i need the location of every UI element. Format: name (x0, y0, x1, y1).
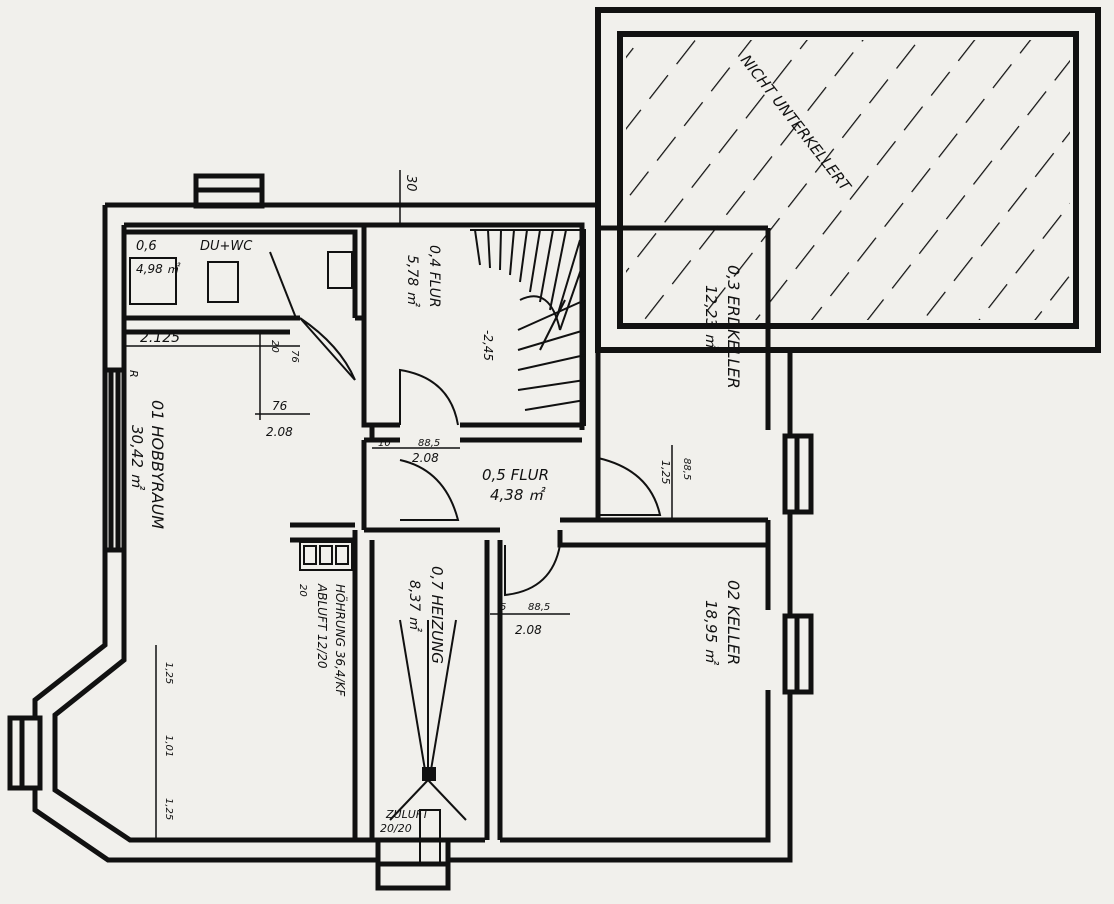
dim-stair: -2,45 (481, 330, 495, 361)
heizung-vent-note: HÖHRUNG 36,4/KF (333, 584, 349, 697)
dim-wall-top: 30 (403, 175, 418, 192)
unexcavated-area: NICHT UNTERKELLERT (595, 7, 1101, 353)
zuluft-note: ZULUFT (385, 808, 430, 821)
dim-bay-3: 1,25 (163, 798, 174, 820)
dim-bay-1: 1,25 (163, 662, 174, 684)
staircase (470, 229, 586, 426)
dim-125: 1,25 (659, 460, 672, 485)
heizung-vent-note-3: 20 (297, 584, 308, 597)
dim-885: 88,5 (418, 438, 440, 449)
dusche-name: DU+WC (200, 239, 253, 254)
dusche-area: 4,98 ㎡ (136, 262, 182, 276)
room-labels: 01 HOBBYRAUM 30,42 ㎡ 02 KELLER 18,95 ㎡ 0… (128, 239, 743, 666)
dim-885-c: 88,5 (528, 602, 550, 613)
dim-bay-2: 1,01 (163, 735, 174, 757)
interior-walls (124, 225, 768, 840)
dusche-number: 0,6 (136, 239, 157, 254)
dim-door-76: 76 (272, 399, 288, 413)
erdkeller-area: 12,23 ㎡ (702, 285, 720, 351)
dim-small-b: 76 (289, 350, 300, 363)
flur4-label: 0,4 FLUR (426, 245, 442, 308)
heizung-vent-note-2: ABLUFT 12/20 (315, 583, 329, 669)
dim-885-b: 88,5 (681, 458, 692, 480)
dim-5: 5 (500, 602, 506, 613)
r-mark: R (127, 370, 140, 378)
dim-hobby-width: 2.125 (140, 330, 180, 346)
dim-door-208-b: 2.08 (412, 451, 439, 465)
dim-door-208-c: 2.08 (515, 623, 542, 637)
notes: HÖHRUNG 36,4/KF ABLUFT 12/20 20 ZULUFT 2… (297, 583, 430, 835)
bathroom-fixtures (129, 251, 353, 319)
heating-unit (299, 541, 467, 866)
hobby-room-area: 30,42 ㎡ (128, 425, 146, 491)
zuluft-size: 20/20 (380, 822, 412, 835)
heizung-label: 0,7 HEIZUNG (428, 566, 446, 664)
flur5-area: 4,38 ㎡ (490, 486, 546, 504)
doors (299, 317, 662, 597)
dim-small-a: 20 (269, 340, 280, 353)
dimensions: 30 2.125 R 76 2.08 20 76 -2,45 10 88,5 2… (124, 170, 692, 840)
dim-10: 10 (378, 438, 391, 449)
keller-label: 02 KELLER (724, 580, 743, 665)
keller-area: 18,95 ㎡ (702, 600, 720, 666)
erdkeller-label: 0,3 ERDKELLER (724, 265, 743, 389)
dim-door-208-a: 2.08 (266, 425, 293, 439)
hobby-room-label: 01 HOBBYRAUM (148, 400, 167, 529)
flur5-label: 0,5 FLUR (482, 466, 549, 484)
heizung-area: 8,37 ㎡ (406, 580, 423, 633)
flur4-area: 5,78 ㎡ (404, 255, 421, 308)
